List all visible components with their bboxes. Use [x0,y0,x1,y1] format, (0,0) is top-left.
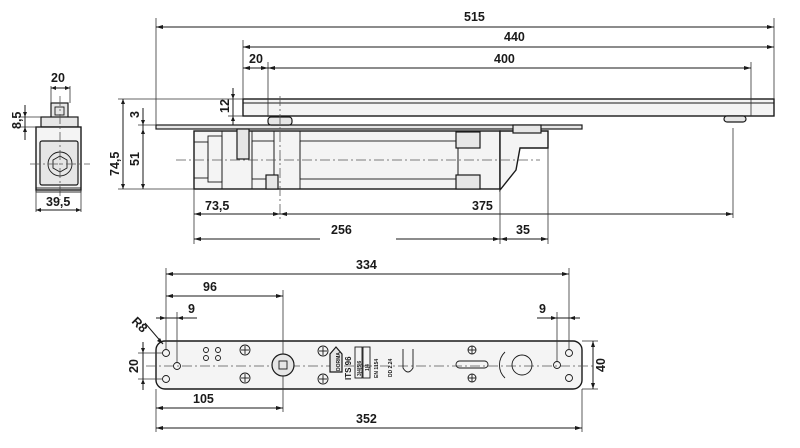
plate-brand: DORMA [336,352,342,371]
dim-arm-height: 12 [218,99,232,113]
plate-model: ITS 96 [344,356,353,380]
plate-norm: EN 1154 [374,359,380,378]
front-view-dimensions: 515 440 20 400 12 3 51 [108,10,775,244]
mounting-plate: DORMA ITS 96 3|4|5|6 1|4 EN 1154 DD 2.24 [146,340,594,390]
dim-rail-thickness: 3 [128,111,142,118]
plate-dimensions: 334 96 R8 9 9 40 20 [127,258,608,432]
plate-sizes-alt: 1|4 [365,364,371,371]
dim-plate-hole-span: 334 [356,258,377,272]
plate-sizes: 3|4|5|6 [357,360,363,376]
dim-plate-pivot-offset: 96 [203,280,217,294]
side-view-dimensions: 20 8,5 39,5 [10,71,82,212]
front-view [155,96,775,222]
dim-plate-hole-left: 9 [188,302,195,316]
dim-plate-radius: R8 [129,314,150,335]
dim-arm-offset: 20 [249,52,263,66]
dim-total-length: 515 [464,10,485,24]
dim-span-375: 375 [472,199,493,213]
dim-body-length: 256 [331,223,352,237]
dim-plate-length: 352 [356,412,377,426]
side-view [30,96,90,200]
dim-plate-axis-offset: 105 [193,392,214,406]
dim-side-width-top: 20 [51,71,65,85]
dim-bracket: 35 [516,223,530,237]
dim-plate-width: 40 [594,358,608,372]
dim-plate-hole-pitch: 20 [127,359,141,373]
dim-side-width: 39,5 [46,195,70,209]
dim-side-height: 8,5 [10,112,24,129]
dim-arm-travel: 400 [494,52,515,66]
dim-plate-hole-right: 9 [539,302,546,316]
dim-arm-length: 440 [504,30,525,44]
dim-overall-height: 74,5 [108,152,122,176]
dim-body-height: 51 [128,152,142,166]
plate-approval: DD 2.24 [388,358,394,377]
dim-pivot-offset: 73,5 [205,199,229,213]
